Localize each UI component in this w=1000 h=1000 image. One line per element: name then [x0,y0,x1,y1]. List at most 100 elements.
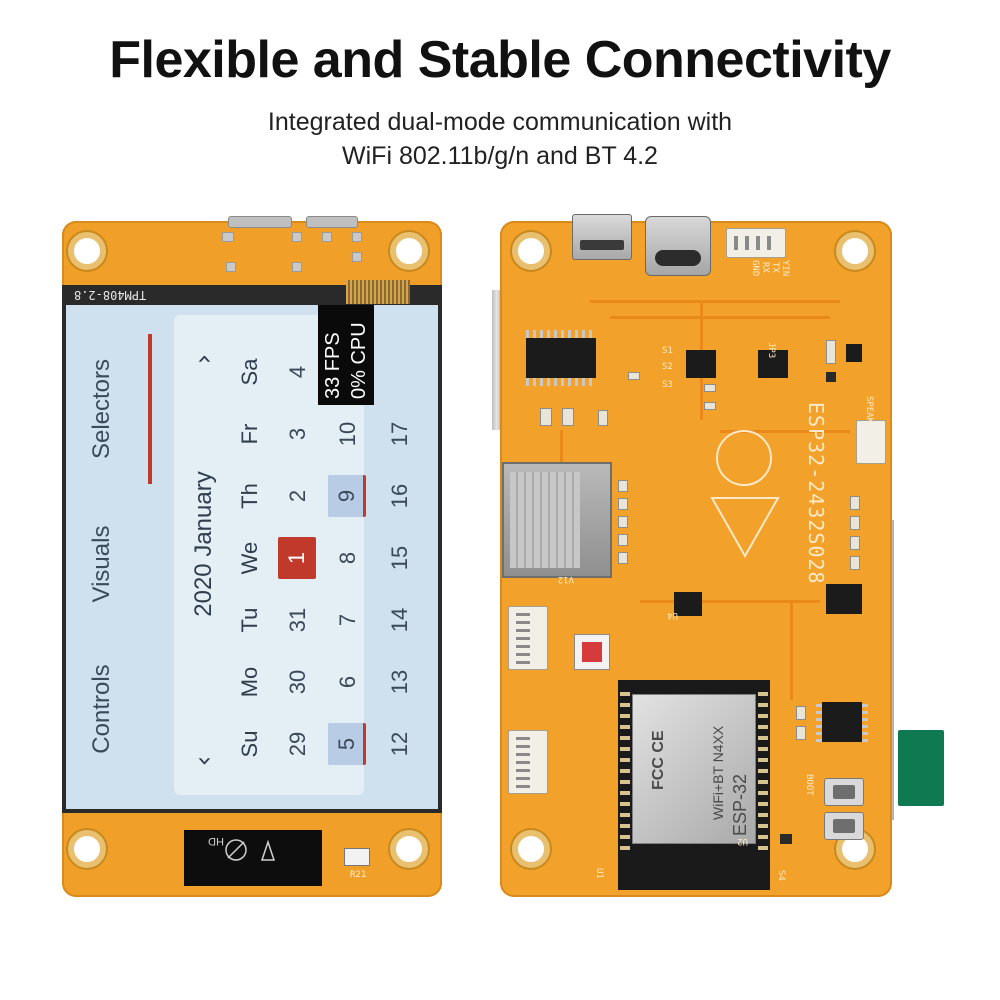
smd-component [850,536,860,550]
smd-component [618,534,628,546]
speaker-connector[interactable] [856,420,886,464]
smd-component [850,516,860,530]
solder-pad [222,232,234,242]
smd-component [796,706,806,720]
ic-chip [826,584,862,614]
rgb-led-core [582,642,602,662]
active-tab-indicator [148,334,152,484]
smd-component [704,402,716,410]
calendar-day[interactable]: 7 [335,613,360,627]
silk-jp3: JP3 [766,342,776,359]
ic-pins [526,330,596,338]
usb-micro-connector[interactable] [572,214,632,260]
calendar-month: 2020 January [190,471,217,617]
smd-component [562,408,574,426]
calendar-day[interactable]: 30 [285,669,310,695]
calendar-day-highlighted[interactable]: 5 [328,723,366,765]
silk-v12: V12 [557,574,574,584]
lcd-screen[interactable]: Controls Visuals Selectors ‹ 2020 Januar… [66,305,438,809]
pb-free-icon [716,430,772,486]
week-row: 29 30 31 1 2 3 4 [278,349,318,769]
calendar-day[interactable]: 3 [285,427,310,441]
trace [560,430,563,470]
silk-u4: U4 [667,610,678,620]
smd-component [780,834,792,844]
trace [720,430,850,433]
ic-pins [526,378,596,386]
mount-hole [68,830,106,868]
perf-monitor: 33 FPS 0% CPU [318,305,374,405]
subtitle-line-1: Integrated dual-mode communication with [267,108,733,136]
esp32-module-sub: WiFi+BT N4XX [710,725,726,820]
chevron-right-icon[interactable]: › [189,353,219,365]
boot-button[interactable] [824,778,864,806]
solder-pad [322,232,332,242]
smd-component [618,516,628,528]
smd-component [850,496,860,510]
solder-pad [292,262,302,272]
calendar-day[interactable]: 31 [285,607,310,633]
connector-pins [516,612,530,664]
trace [790,600,793,700]
lcd-flex-tab [898,730,944,806]
mount-hole [390,232,428,270]
week-row: 5 6 7 8 9 10 11 [328,349,368,769]
silk-u2: U2 [737,836,748,846]
mount-hole [836,232,874,270]
smd-component [796,726,806,740]
calendar-day[interactable]: 10 [335,421,360,447]
smd-component [704,384,716,392]
ic-pins [862,702,868,742]
calendar-day[interactable]: 16 [387,483,412,509]
smd-component [826,340,836,364]
esd-warning-icon [710,497,780,559]
weekday: We [237,541,262,575]
fcc-ce-mark: FCC CE [650,730,667,790]
ic-chip [526,338,596,378]
fpc-cable [346,280,410,304]
button-actuator [833,785,855,799]
weekday: Fr [237,423,262,445]
calendar-day[interactable]: 6 [335,675,360,689]
silk-boot: BOOT [804,774,814,796]
silk-s3: S3 [662,380,673,390]
usb-c-connector[interactable] [645,216,711,276]
esp32-shield [632,694,756,844]
tab-visuals[interactable]: Visuals [88,525,115,603]
calendar-day[interactable]: 4 [285,365,310,379]
ic-chip [686,350,716,378]
tab-controls[interactable]: Controls [88,664,115,754]
calendar-day-highlighted[interactable]: 9 [328,475,366,517]
silk-gnd: GND [750,260,760,277]
silk-s1: S1 [662,346,673,356]
connector-pins [516,736,530,788]
smd-component [618,498,628,510]
board-model-silkscreen: ESP32-2432S028 [804,402,828,585]
calendar-day[interactable]: 15 [387,545,412,571]
calendar-day[interactable]: 13 [387,669,412,695]
calendar-day[interactable]: 8 [335,551,360,565]
usb-connector-edge [306,216,358,228]
solder-pad [352,252,362,262]
silk-s4: S4 [776,870,786,881]
calendar-day[interactable]: 29 [285,731,310,757]
smd-resistor [344,848,370,866]
mount-hole [512,232,550,270]
button-actuator [833,819,855,833]
smd-component [826,372,836,382]
esp32-pins [758,690,768,850]
tab-selectors[interactable]: Selectors [88,358,115,460]
resistor-label: R21 [350,870,367,880]
weekday: Tu [237,607,262,633]
weekday: Mo [237,666,262,698]
calendar-day-today[interactable]: 1 [278,537,316,579]
compliance-icons [225,839,276,861]
calendar-day[interactable]: 2 [285,489,310,503]
calendar-day[interactable]: 17 [387,421,412,447]
calendar-day[interactable]: 12 [387,731,412,757]
smd-component [850,556,860,570]
calendar-day[interactable]: 14 [387,607,412,633]
perf-fps: 33 FPS [322,332,344,399]
weekday-row: Su Mo Tu We Th Fr Sa [230,349,270,769]
chevron-left-icon[interactable]: ‹ [189,755,219,767]
